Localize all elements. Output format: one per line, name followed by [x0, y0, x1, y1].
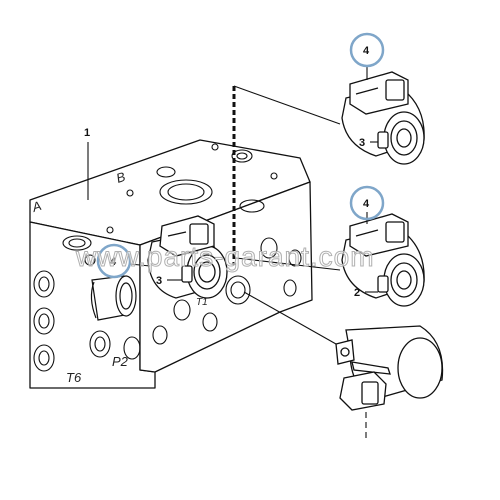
watermark-text: www.parts-garant.com: [75, 241, 375, 272]
port-plug: [90, 275, 137, 321]
callout-3-top: 3: [359, 137, 365, 149]
callout-3-lower: 3: [156, 275, 162, 287]
top-face-ports: [62, 143, 278, 251]
mark-t1: T1: [196, 297, 208, 308]
mark-p2: P2: [112, 354, 129, 369]
solenoid-mounted: [147, 215, 228, 299]
cast-markings: T6 P2 B A T1: [29, 169, 207, 385]
callout-circle-4-top: [349, 32, 385, 68]
front-face-ports: [33, 254, 141, 372]
mark-a: A: [29, 198, 43, 215]
callout-circles: [96, 32, 385, 279]
callout-1: 1: [84, 127, 90, 139]
callout-4-left: 4: [110, 256, 117, 268]
solenoid-top: [341, 71, 425, 165]
callout-4-top: 4: [363, 45, 370, 57]
callout-labels: 4 4 4 1 3 3 2: [84, 45, 370, 299]
solenoid-middle: [341, 213, 425, 307]
callout-circle-4-middle: [349, 185, 385, 221]
callout-circle-4-left: [96, 243, 132, 279]
mark-t6: T6: [66, 370, 82, 385]
callout-4-middle: 4: [363, 198, 370, 210]
callout-2: 2: [354, 287, 360, 299]
leader-lines: [87, 66, 378, 440]
pressure-sensor: [335, 325, 444, 411]
right-face-ports: [152, 237, 302, 345]
